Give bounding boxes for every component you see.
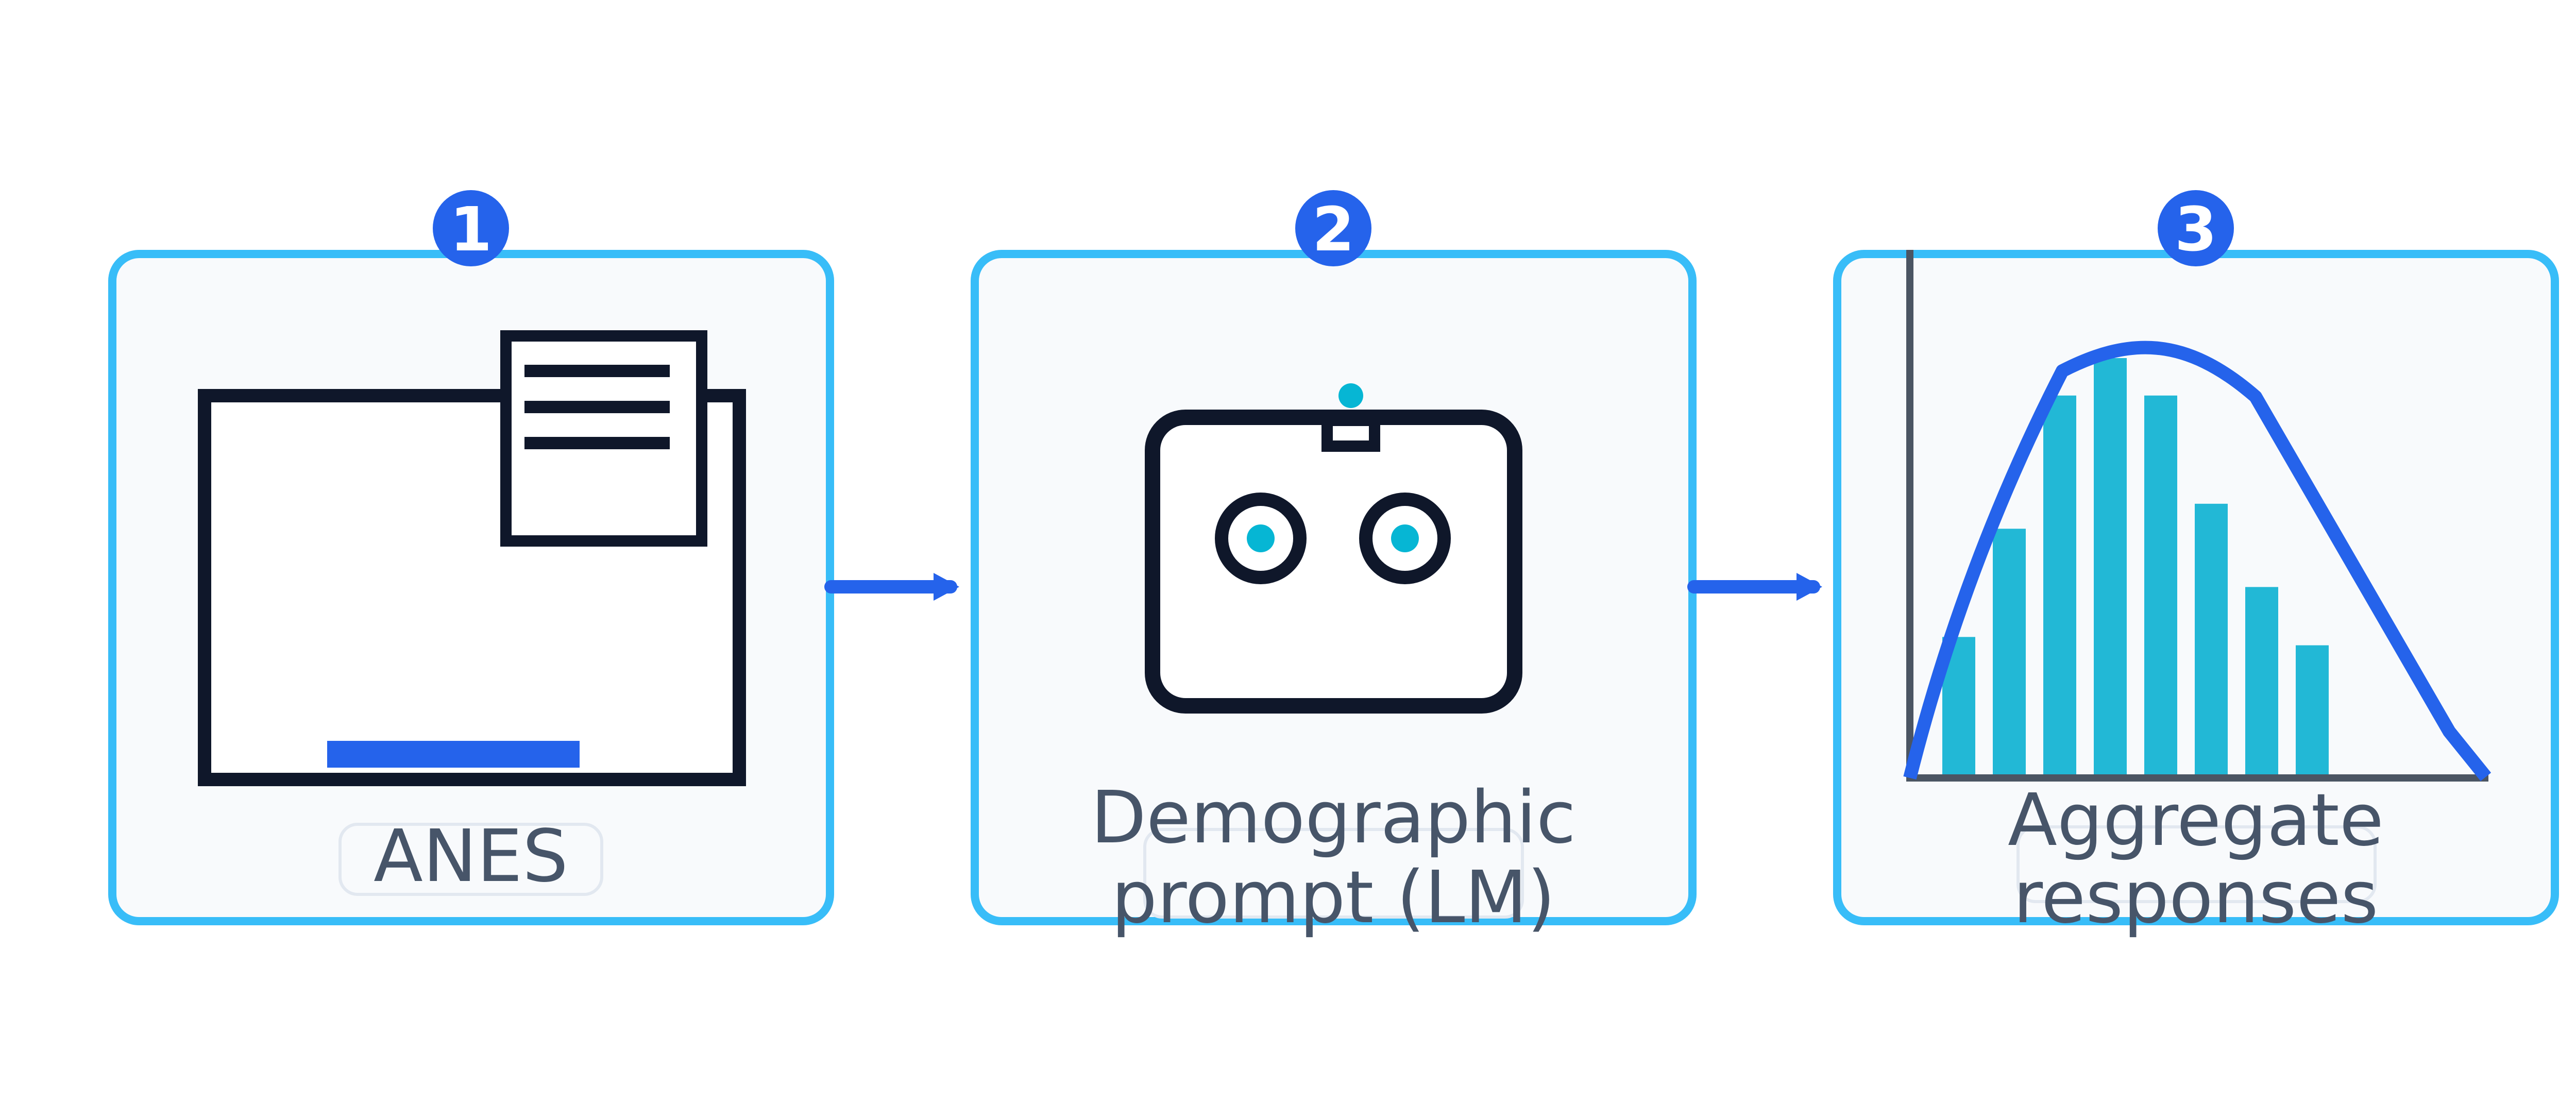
step-panel-demographic-prompt: Demographic prompt (LM) — [971, 250, 1697, 940]
step-badge: 2 — [1295, 190, 1371, 266]
histogram-bar — [2094, 358, 2127, 774]
histogram-bar — [2144, 395, 2177, 774]
step-label: Demographic — [1091, 776, 1576, 860]
robot-face-icon — [1145, 383, 1522, 714]
arrow-connector — [1687, 573, 1822, 601]
antenna-light — [1338, 383, 1363, 408]
step-label: ANES — [374, 815, 568, 898]
step-badge: 3 — [2158, 190, 2234, 266]
step-number: 3 — [2175, 194, 2217, 265]
step-label: Aggregate — [2008, 778, 2384, 862]
histogram-bar — [2296, 645, 2329, 774]
step-panel-anes: ANES — [108, 250, 834, 925]
label-pill — [338, 823, 603, 896]
label-pill — [2016, 825, 2377, 903]
histogram-bar — [2245, 587, 2278, 774]
histogram-bars — [1942, 358, 2329, 774]
step-label: prompt (LM) — [1111, 856, 1555, 940]
distribution-curve — [1903, 341, 2492, 782]
step-number: 2 — [1312, 194, 1354, 265]
arrow-connector — [824, 573, 959, 601]
step-label: responses — [2013, 856, 2379, 940]
histogram-bar — [1993, 529, 2026, 774]
folder-with-document-icon — [198, 330, 746, 786]
distribution-histogram-icon — [1903, 250, 2492, 782]
antenna-base — [1321, 415, 1380, 452]
histogram-bar — [2195, 503, 2228, 774]
step-badge: 1 — [433, 190, 509, 266]
histogram-bar — [2043, 395, 2076, 774]
label-pill — [1143, 828, 1524, 919]
step-panel-aggregate-responses: Aggregate responses — [1833, 250, 2559, 940]
folder-tab-bar — [327, 741, 580, 768]
step-number: 1 — [450, 194, 492, 265]
